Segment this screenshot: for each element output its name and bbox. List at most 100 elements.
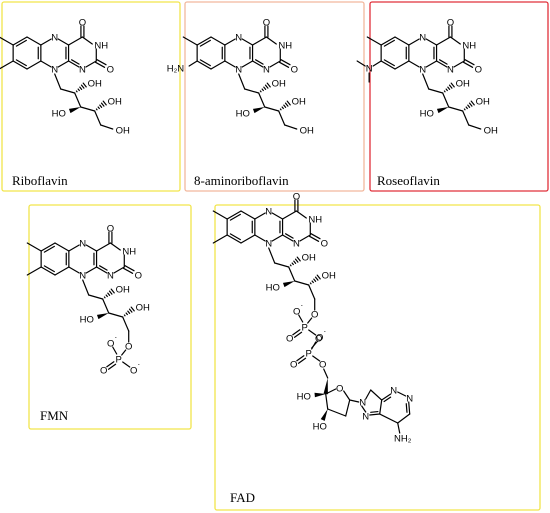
bond [88, 294, 104, 300]
hash-bond [110, 288, 115, 294]
hydroxyl-label: OH [476, 96, 490, 107]
hydroxyl-label: OH [484, 125, 498, 136]
hash-bond [467, 104, 471, 108]
bond [448, 106, 464, 112]
ring-n-label: N [263, 64, 270, 75]
bond [74, 92, 82, 108]
ring-n-label: N [362, 411, 369, 422]
bond [311, 340, 319, 349]
double-bond-inner [43, 265, 55, 273]
imide-nh-label: NH [278, 40, 292, 51]
ring-n-label: N [447, 64, 454, 75]
bond [94, 110, 102, 126]
ring-n-label: N [235, 64, 242, 75]
bond [281, 210, 298, 220]
ring-n-label: N [419, 32, 426, 43]
methyl-bond [0, 36, 14, 46]
panel-caption: FMN [40, 408, 69, 423]
bond [196, 36, 212, 46]
charge-label: - [115, 335, 117, 341]
hash-bond [283, 104, 287, 108]
bond [60, 88, 76, 94]
bond [251, 36, 268, 46]
hash-bond [128, 308, 133, 313]
bond [323, 368, 329, 379]
bond [425, 60, 438, 68]
bond [295, 210, 307, 219]
bond [54, 266, 70, 276]
bond [299, 234, 311, 242]
charge-label: - [138, 362, 140, 368]
bond [54, 242, 70, 252]
bond [12, 60, 28, 70]
bond [113, 266, 125, 274]
hash-bond [468, 102, 473, 107]
double-bond [293, 331, 303, 338]
bond [442, 92, 450, 108]
double-bond-inner [229, 233, 241, 241]
hash-bond [450, 82, 455, 88]
panel-caption: Riboflavin [12, 173, 68, 188]
carbonyl-o-label: O [475, 64, 482, 75]
hash-bond [443, 90, 446, 93]
bond [122, 361, 131, 368]
hash-bond [470, 100, 475, 106]
bond [435, 60, 448, 68]
carbonyl-o-label: O [291, 64, 298, 75]
bond [254, 234, 266, 242]
bond [210, 60, 226, 70]
bond [196, 60, 212, 70]
bond [356, 60, 366, 67]
bond [397, 391, 407, 397]
hash-bond [79, 86, 83, 90]
ring-n-label: N [79, 270, 86, 281]
hash-bond [463, 108, 466, 111]
bond [226, 210, 242, 220]
bond [379, 413, 399, 424]
ring-n-label: N [51, 32, 58, 43]
carbonyl-o-label: O [321, 238, 328, 249]
double-bond [96, 59, 107, 66]
hydroxyl-label: HO [236, 108, 250, 119]
double-bond-inner [370, 410, 379, 413]
hash-bond [286, 100, 291, 106]
bond [81, 36, 93, 45]
bond [238, 73, 246, 90]
bond [380, 36, 396, 46]
hash-bond [123, 314, 126, 317]
ring-n-label: N [107, 270, 114, 281]
double-bond [464, 59, 475, 66]
bond [288, 266, 296, 282]
carbonyl-o-label: O [263, 17, 270, 28]
bond [379, 399, 383, 415]
bond [308, 284, 316, 300]
bond [226, 234, 242, 244]
methyl-bond [26, 266, 42, 276]
double-bond [310, 233, 321, 240]
ring-n-label: N [79, 238, 86, 249]
double-bond [280, 59, 291, 66]
bond [26, 36, 42, 46]
phosphate-o-label: O [293, 306, 300, 317]
phosphate-o-label: O [130, 365, 137, 376]
bond [40, 242, 56, 252]
double-bond [292, 329, 301, 336]
phosphate-o-label: O [290, 359, 297, 370]
charge-label: - [301, 303, 303, 309]
double-bond-inner [15, 59, 27, 67]
bond [100, 124, 114, 130]
panel-border [184, 1, 365, 192]
panel-caption: Roseoflavin [377, 173, 440, 188]
wedge-bond [96, 313, 109, 320]
hash-bond [82, 82, 87, 88]
bond [308, 329, 317, 336]
hash-bond [130, 306, 135, 312]
adenine-amino-label: NH₂ [394, 433, 412, 444]
double-bond-inner [439, 59, 448, 65]
hash-bond [127, 310, 131, 314]
hydroxyl-label: HO [420, 108, 434, 119]
bond [369, 413, 381, 416]
ring-n-label: N [293, 238, 300, 249]
